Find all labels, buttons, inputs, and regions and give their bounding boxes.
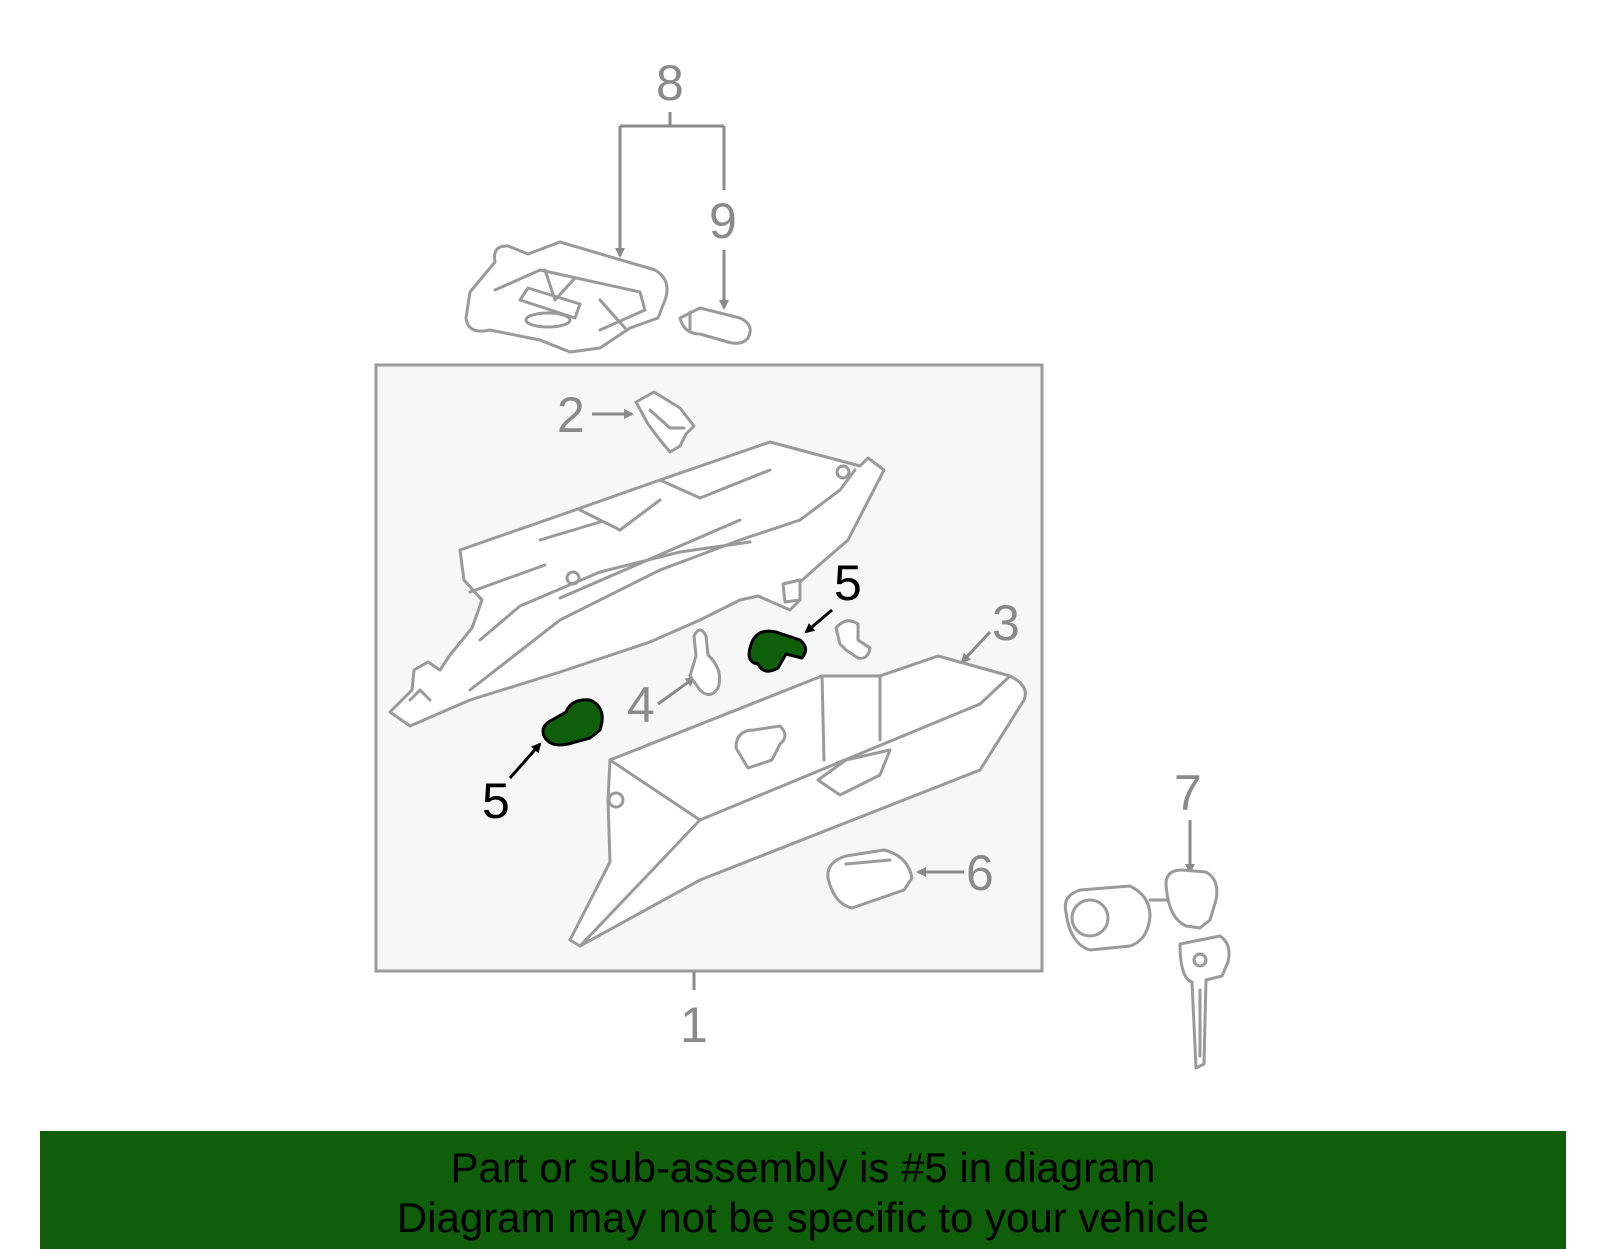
- info-banner: Part or sub-assembly is #5 in diagram Di…: [40, 1131, 1566, 1249]
- callout-3: 3: [992, 595, 1020, 651]
- screw-part-5-lower: [541, 698, 604, 747]
- screw-part-small: [834, 619, 872, 660]
- bulb-part: [678, 306, 752, 345]
- callout-6: 6: [966, 845, 994, 901]
- callout-5-lower-leader: [508, 742, 542, 779]
- callout-2: 2: [557, 387, 585, 443]
- screw-part-5-upper: [747, 629, 807, 673]
- callout-8: 8: [656, 55, 684, 111]
- callout-1: 1: [680, 997, 708, 1053]
- callout-4-leader: [657, 676, 696, 706]
- callout-4: 4: [627, 677, 655, 733]
- banner-line-disclaimer: Diagram may not be specific to your vehi…: [396, 1194, 1210, 1241]
- glove-box-frame-part: [388, 440, 886, 728]
- callout-5-upper-leader: [804, 608, 833, 634]
- key-part-7: [1164, 868, 1231, 1070]
- callout-5-upper: 5: [834, 555, 862, 611]
- callout-5-lower: 5: [482, 773, 510, 829]
- lamp-housing-part: [464, 240, 669, 354]
- callout-9: 9: [709, 193, 737, 249]
- callout-7: 7: [1174, 765, 1202, 821]
- callout-3-leader: [960, 630, 992, 664]
- glove-box-door-part: [568, 654, 1027, 948]
- callout-8-leader: [615, 112, 726, 258]
- lock-cylinder-part-7: [1063, 884, 1172, 952]
- clip-part-2: [634, 390, 696, 454]
- banner-line-part-number: Part or sub-assembly is #5 in diagram: [450, 1144, 1156, 1191]
- latch-handle-part-6: [826, 848, 914, 910]
- stopper-part-4: [688, 628, 722, 696]
